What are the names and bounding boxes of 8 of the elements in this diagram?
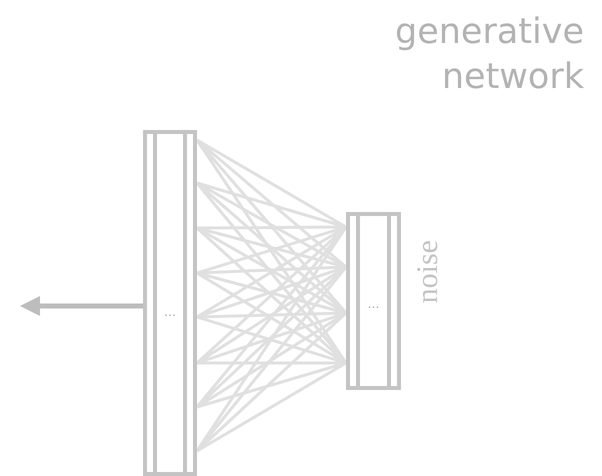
- title: generative network: [394, 11, 584, 99]
- layer-box: [346, 212, 401, 390]
- layer-box: [143, 130, 197, 476]
- connection-lines: [196, 138, 348, 452]
- arrow: [20, 296, 143, 316]
- layer-label: noise: [413, 240, 443, 304]
- ellipsis-label: …: [163, 306, 177, 318]
- ellipsis-label: …: [366, 298, 380, 310]
